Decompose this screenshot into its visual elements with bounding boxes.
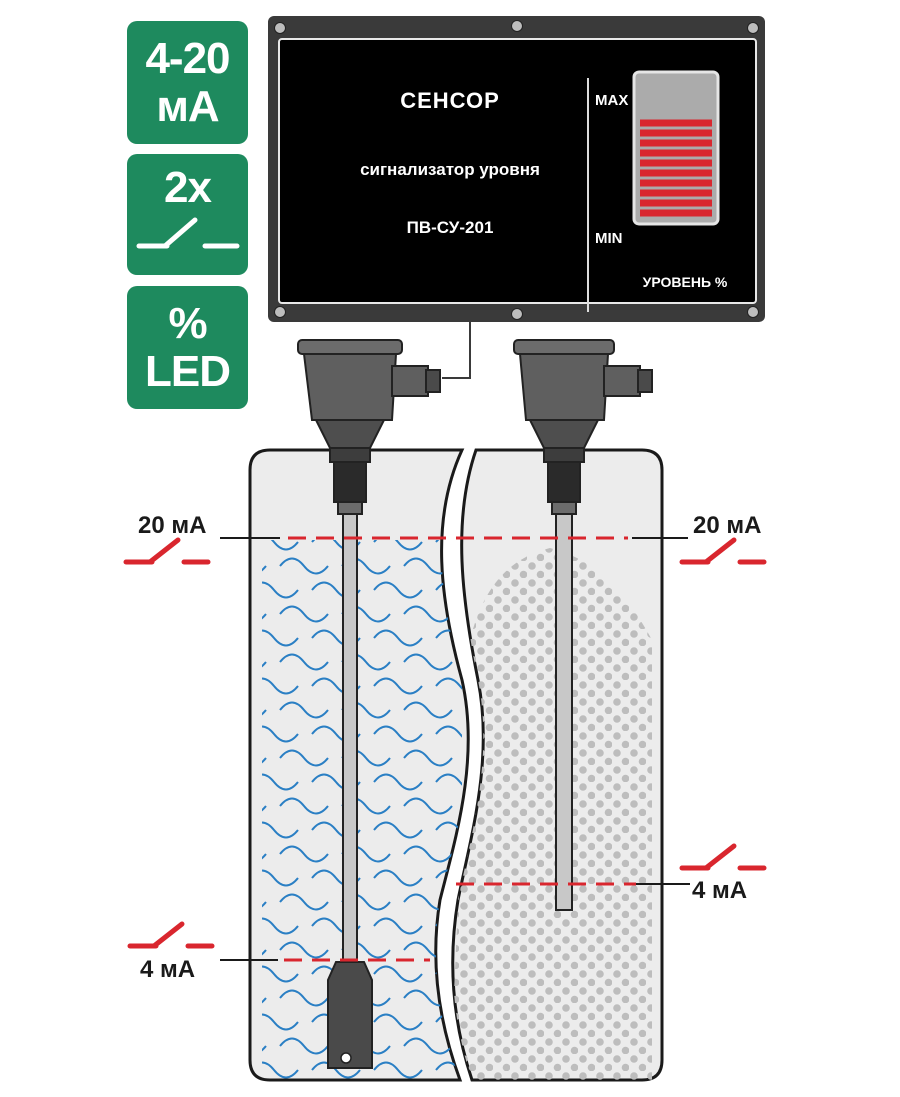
led-segment bbox=[640, 179, 712, 187]
left-low-level-label: 4 мА bbox=[140, 956, 196, 983]
badge-led-percent: % bbox=[168, 298, 207, 348]
bar-min-label: MIN bbox=[595, 230, 623, 247]
led-segment bbox=[640, 189, 712, 197]
led-segment bbox=[640, 159, 712, 167]
badge-relay-count: 2x bbox=[164, 163, 212, 212]
level-caption: УРОВЕНЬ % bbox=[642, 274, 728, 290]
screw-icon bbox=[274, 306, 286, 318]
screw-icon bbox=[511, 20, 523, 32]
led-segment bbox=[640, 129, 712, 137]
led-segment bbox=[640, 209, 712, 217]
badge-current-range: 4-20 bbox=[145, 33, 230, 83]
left-high-switch-icon bbox=[123, 537, 211, 565]
screw-icon bbox=[511, 308, 523, 320]
switch-contact-icon bbox=[136, 217, 239, 249]
device-description: сигнализатор уровня bbox=[360, 160, 540, 179]
brand-name: СЕНСОР bbox=[400, 88, 500, 113]
led-level-bar bbox=[632, 70, 720, 226]
right-level-sensor bbox=[513, 339, 653, 911]
relay-output-badge: 2x bbox=[127, 154, 248, 275]
led-segment bbox=[640, 149, 712, 157]
led-segment bbox=[640, 119, 712, 127]
bar-max-label: MAX bbox=[595, 92, 629, 109]
screw-icon bbox=[274, 22, 286, 34]
right-high-level-label: 20 мА bbox=[693, 512, 762, 539]
controller-cable bbox=[442, 322, 471, 379]
panel-divider bbox=[587, 78, 589, 312]
led-segment bbox=[640, 139, 712, 147]
right-low-level-label: 4 мА bbox=[692, 877, 748, 904]
current-output-badge: 4-20 мА bbox=[127, 21, 248, 144]
led-segment bbox=[640, 169, 712, 177]
controller-panel: СЕНСОР сигнализатор уровня ПВ-СУ-201 MAX… bbox=[278, 38, 757, 312]
badge-current-unit: мА bbox=[156, 81, 219, 131]
level-controller-unit: СЕНСОР сигнализатор уровня ПВ-СУ-201 MAX… bbox=[268, 16, 765, 322]
led-indicator-badge: % LED bbox=[127, 286, 248, 409]
left-high-level-label: 20 мА bbox=[138, 512, 207, 539]
device-model: ПВ-СУ-201 bbox=[406, 218, 494, 237]
left-level-sensor bbox=[297, 339, 441, 1069]
right-high-switch-icon bbox=[679, 537, 767, 565]
led-segment bbox=[640, 199, 712, 207]
screw-icon bbox=[747, 306, 759, 318]
right-low-switch-icon bbox=[679, 843, 767, 871]
granule-pile bbox=[452, 548, 652, 1080]
badge-led-label: LED bbox=[145, 346, 231, 396]
screw-icon bbox=[747, 22, 759, 34]
left-low-switch-icon bbox=[127, 921, 215, 949]
